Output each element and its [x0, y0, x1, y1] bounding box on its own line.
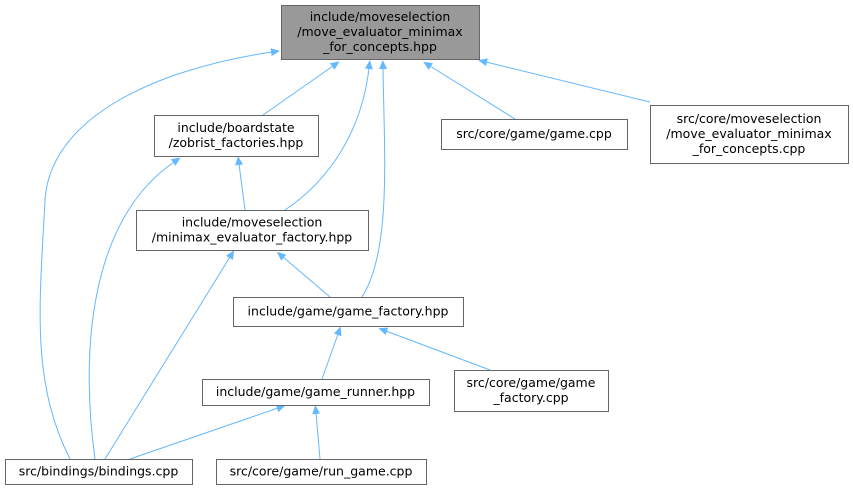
edge-mecpp-to-top [478, 58, 651, 103]
edge-minimax-to-top [284, 60, 373, 211]
node-box [441, 119, 628, 150]
node-box [136, 210, 369, 251]
node-label-line: src/core/game/game [467, 375, 596, 390]
node-box [233, 297, 464, 327]
edge-minimax-to-zobrist [235, 156, 246, 211]
node-gamecpp[interactable]: src/core/game/game.cpp [441, 119, 628, 150]
node-box [454, 370, 609, 412]
edge-runner-to-gfhpp [321, 326, 342, 380]
node-mecpp[interactable]: src/core/moveselection/move_evaluator_mi… [650, 105, 849, 164]
node-box [154, 115, 319, 157]
node-label-line: src/core/moveselection [677, 111, 822, 126]
edge-gamecpp-to-top [423, 61, 516, 120]
node-minimax[interactable]: include/moveselection/minimax_evaluator_… [136, 210, 369, 251]
node-box [650, 105, 849, 164]
node-label-line: /move_evaluator_minimax [666, 126, 831, 141]
node-runner[interactable]: include/game/game_runner.hpp [202, 379, 430, 406]
node-label-line: _for_concepts.cpp [692, 141, 806, 156]
edge-gfhpp-to-top [361, 60, 388, 298]
node-label-line: /zobrist_factories.hpp [169, 135, 304, 150]
node-label-line: include/boardstate [177, 120, 295, 135]
node-label-line: /move_evaluator_minimax [297, 24, 462, 39]
node-gfhpp[interactable]: include/game/game_factory.hpp [233, 297, 464, 327]
node-zobrist[interactable]: include/boardstate/zobrist_factories.hpp [154, 115, 319, 157]
edge-rungame-to-runner [312, 405, 321, 460]
node-bindings[interactable]: src/bindings/bindings.cpp [5, 459, 193, 485]
node-label-line: include/moveselection [182, 215, 323, 230]
node-rungame[interactable]: src/core/game/run_game.cpp [216, 459, 427, 485]
node-label-line: include/game/game_runner.hpp [216, 384, 415, 399]
node-box [5, 459, 193, 485]
node-label-line: src/core/game/run_game.cpp [230, 464, 413, 479]
node-label-line: src/bindings/bindings.cpp [19, 464, 179, 479]
node-label-line: /minimax_evaluator_factory.hpp [152, 230, 353, 245]
node-box [216, 459, 427, 485]
node-box [281, 5, 480, 60]
edge-bindings-to-minimax [104, 250, 235, 460]
edge-gfcpp-to-gfhpp [378, 327, 491, 371]
edge-bindings-to-zobrist [88, 157, 181, 460]
node-box [202, 379, 430, 406]
edge-gfhpp-to-minimax [276, 251, 331, 298]
node-label-line: _factory.cpp [492, 390, 568, 405]
node-label-line: src/core/game/game.cpp [456, 126, 612, 141]
edge-bindings-to-runner [129, 404, 286, 460]
node-label-line: include/game/game_factory.hpp [248, 304, 449, 319]
node-gfcpp[interactable]: src/core/game/game_factory.cpp [454, 370, 609, 412]
edge-zobrist-to-top [262, 61, 340, 116]
node-label-line: _for_concepts.hpp [322, 39, 437, 54]
node-label-line: include/moveselection [310, 9, 451, 24]
node-top[interactable]: include/moveselection/move_evaluator_min… [281, 5, 480, 60]
edge-bindings-to-top [39, 48, 280, 460]
